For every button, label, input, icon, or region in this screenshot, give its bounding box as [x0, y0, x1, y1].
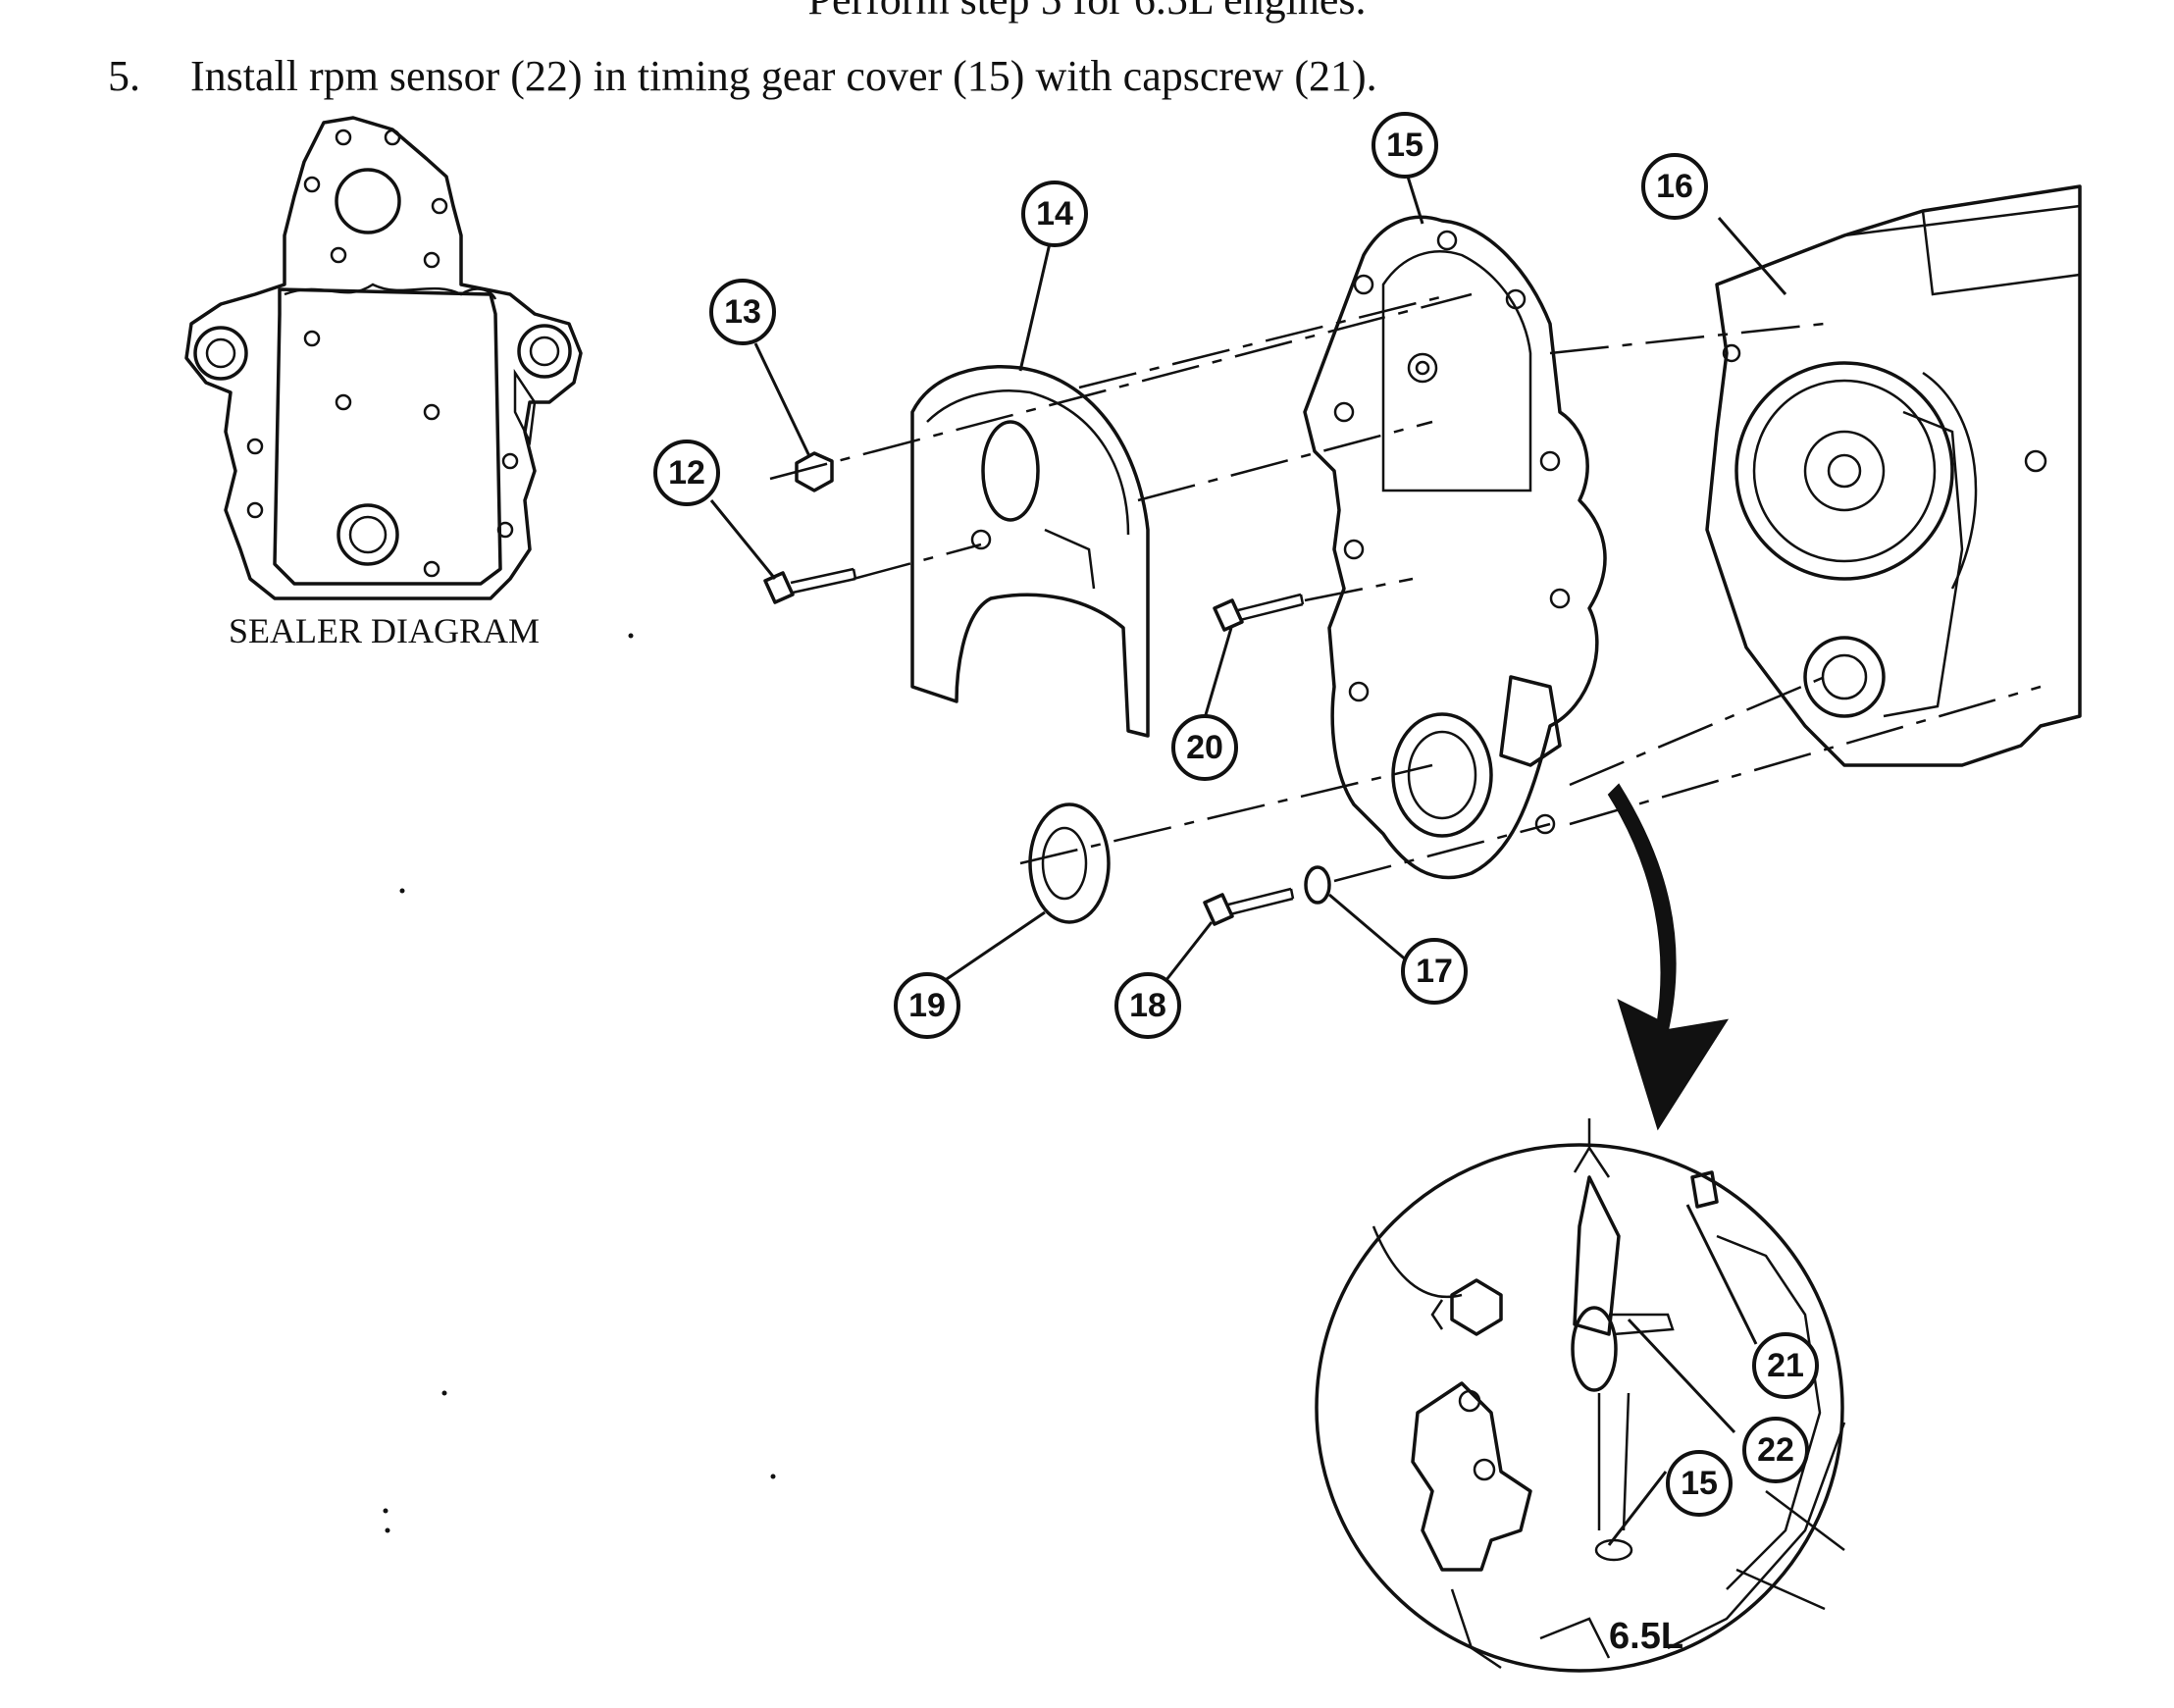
- inset-detail: 6.5L: [1315, 1118, 1846, 1673]
- front-cover-part-14: [910, 365, 1150, 738]
- svg-text:18: 18: [1129, 987, 1166, 1024]
- callout-14: 14: [1021, 181, 1088, 247]
- previous-step-text: Perform step 5 for 6.5L engines.: [0, 0, 2174, 29]
- washer-part-17: [1304, 865, 1331, 905]
- timing-gear-cover-part-15: [1303, 215, 1607, 880]
- callout-13: 13: [709, 279, 776, 345]
- engine-block-part-16: [1705, 184, 2082, 767]
- seal-part-19: [1028, 802, 1111, 924]
- svg-text:21: 21: [1767, 1347, 1804, 1384]
- step-text: Install rpm sensor (22) in timing gear c…: [190, 52, 1377, 100]
- bolt-part-20: [1213, 598, 1244, 632]
- callout-15-inset: 15: [1666, 1450, 1733, 1517]
- svg-text:17: 17: [1416, 953, 1453, 990]
- svg-text:20: 20: [1186, 729, 1223, 766]
- svg-text:15: 15: [1386, 127, 1423, 164]
- step-instruction: 5. Install rpm sensor (22) in timing gear…: [108, 47, 1377, 106]
- callout-12: 12: [653, 440, 720, 506]
- callout-20: 20: [1171, 714, 1238, 781]
- callout-15: 15: [1372, 112, 1438, 179]
- nut-part-13: [795, 451, 834, 492]
- svg-text:13: 13: [724, 293, 761, 331]
- leader-lines: [709, 176, 1787, 1546]
- bolt-part-12: [763, 571, 795, 604]
- small-parts: [763, 451, 1331, 926]
- sealer-diagram: SEALER DIAGRAM: [184, 116, 583, 650]
- svg-text:19: 19: [908, 987, 946, 1024]
- callout-17: 17: [1401, 938, 1468, 1005]
- svg-text:14: 14: [1036, 195, 1073, 233]
- detail-arrow: [1607, 783, 1730, 1131]
- callout-22: 22: [1742, 1417, 1809, 1483]
- inset-engine-label: 6.5L: [1609, 1616, 1683, 1657]
- callout-18: 18: [1114, 972, 1181, 1039]
- step-number: 5.: [108, 52, 140, 100]
- svg-text:16: 16: [1656, 168, 1693, 205]
- bolt-part-18: [1203, 893, 1234, 926]
- scan-specks: [383, 633, 776, 1533]
- callout-21: 21: [1752, 1332, 1819, 1399]
- assembly-lines: [769, 292, 2042, 883]
- svg-text:22: 22: [1757, 1431, 1794, 1469]
- svg-text:15: 15: [1681, 1465, 1718, 1502]
- svg-text:12: 12: [668, 454, 705, 492]
- sealer-diagram-label: SEALER DIAGRAM: [229, 611, 540, 650]
- callout-16: 16: [1641, 153, 1708, 220]
- callout-19: 19: [894, 972, 960, 1039]
